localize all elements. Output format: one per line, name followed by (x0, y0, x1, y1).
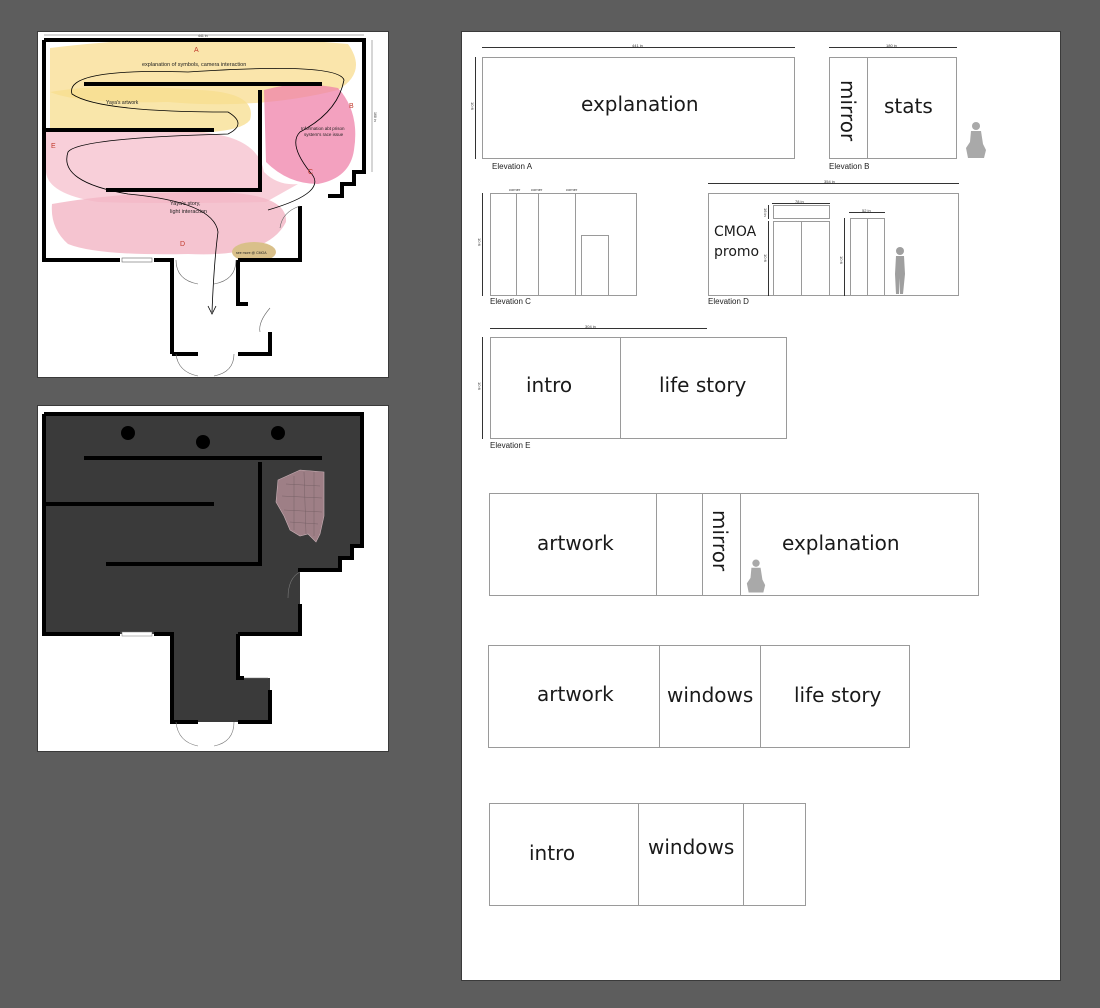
elevation-d-transom (773, 205, 830, 219)
row1-artwork-label: artwork (537, 531, 614, 555)
elevation-b-wall (829, 57, 957, 159)
dark-floor-plan (42, 412, 364, 747)
elevation-a-width-dim: 441 in (632, 43, 643, 48)
elevation-d-caption: Elevation D (708, 297, 749, 306)
layout-row-1 (489, 493, 979, 596)
dark-floor-plan-artboard (38, 406, 388, 751)
zone-d-pink (51, 192, 287, 255)
wheelchair-figure-icon (966, 122, 986, 158)
elevation-a-panel-label: explanation (581, 92, 699, 116)
row3-windows-label: windows (648, 835, 735, 859)
elevation-a-caption: Elevation A (492, 162, 533, 171)
elevation-e-life-story-label: life story (659, 373, 747, 397)
elevation-d-wall (708, 193, 959, 296)
elevation-b-width-dim: 180 in (886, 43, 897, 48)
zone-e-pink (46, 129, 298, 203)
zone-label-c: C (308, 169, 313, 176)
zone-b-pink (264, 84, 356, 184)
camera-spot-3 (271, 426, 285, 440)
elevation-b-caption: Elevation B (829, 162, 870, 171)
dimension-side: 168 in (373, 112, 377, 122)
annotation-info-2: system's race issue (304, 132, 344, 137)
layout-row-2 (488, 645, 910, 748)
visitor-path-line (66, 68, 345, 313)
annotation-info-1: Information abt prison (301, 126, 345, 131)
elevation-d-door2-dim: 52 in (862, 208, 871, 213)
camera-spot-2 (196, 435, 210, 449)
annotation-artwork: Yaya's artwork (106, 100, 139, 106)
elevation-d-transom-dim: 16 in (763, 208, 768, 217)
row3-intro-label: intro (529, 841, 576, 865)
dimension-top: 441 in (198, 34, 208, 38)
elevation-e-intro-label: intro (526, 373, 573, 397)
zone-label-d: D (180, 241, 185, 248)
row1-mirror-label: mirror (708, 510, 732, 572)
us-map-graphic (275, 469, 325, 543)
annotation-explanation: explanation of symbols, camera interacti… (142, 62, 246, 68)
zone-label-a: A (194, 47, 199, 54)
annotated-floor-plan: A B C D E explanation of symbols, camera… (42, 34, 377, 377)
annotation-story-1: Yaya's story, (170, 201, 201, 207)
elevation-d-door-height-dim: 10 ft (763, 254, 768, 262)
elevation-b-stats-label: stats (884, 94, 933, 118)
elevation-c-caption: Elevation C (490, 297, 531, 306)
floor-plan-artboard: A B C D E explanation of symbols, camera… (38, 32, 388, 377)
zone-label-e: E (51, 143, 56, 150)
elevation-c-door (581, 235, 609, 296)
row1-explanation-label: explanation (782, 531, 900, 555)
annotation-cmoa: see more @ CMOA (236, 251, 267, 255)
elevations-artboard: 441 in 10 ft explanation Elevation A 180… (462, 32, 1060, 980)
cmoa-zone (232, 242, 276, 262)
elevation-c-height-dim: 10 ft (477, 238, 482, 246)
layout-row-3 (489, 803, 806, 906)
elevation-e-width-dim: 304 in (585, 324, 596, 329)
elevation-d-door-dim: 78 in (795, 199, 804, 204)
elevation-d-panel-line2: promo (714, 244, 760, 260)
elevation-c-corner-3: corner (566, 187, 578, 192)
standing-person-icon (895, 247, 905, 294)
elevation-e-height-dim: 10 ft (477, 382, 482, 390)
elevation-d-door2-height-dim: 10 ft (839, 256, 844, 264)
elevation-d-panel-line1: CMOA (714, 224, 757, 240)
row1-wheelchair-figure-icon (746, 559, 766, 593)
elevation-b-mirror-label: mirror (836, 80, 860, 142)
annotation-story-2: light interaction (170, 209, 207, 215)
elevation-e-caption: Elevation E (490, 441, 531, 450)
elevation-e-wall (490, 337, 787, 439)
elevation-c-wall (490, 193, 637, 296)
zone-label-b: B (349, 103, 354, 110)
elevation-a-wall (482, 57, 795, 159)
camera-spot-1 (121, 426, 135, 440)
elevation-c-corner-2: corner (531, 187, 543, 192)
elevation-d-width-dim: 354 in (824, 179, 835, 184)
row2-artwork-label: artwork (537, 682, 614, 706)
elevation-c-corner-1: corner (509, 187, 521, 192)
elevation-a-height-dim: 10 ft (470, 102, 475, 110)
row2-life-story-label: life story (794, 683, 882, 707)
row2-windows-label: windows (667, 683, 754, 707)
